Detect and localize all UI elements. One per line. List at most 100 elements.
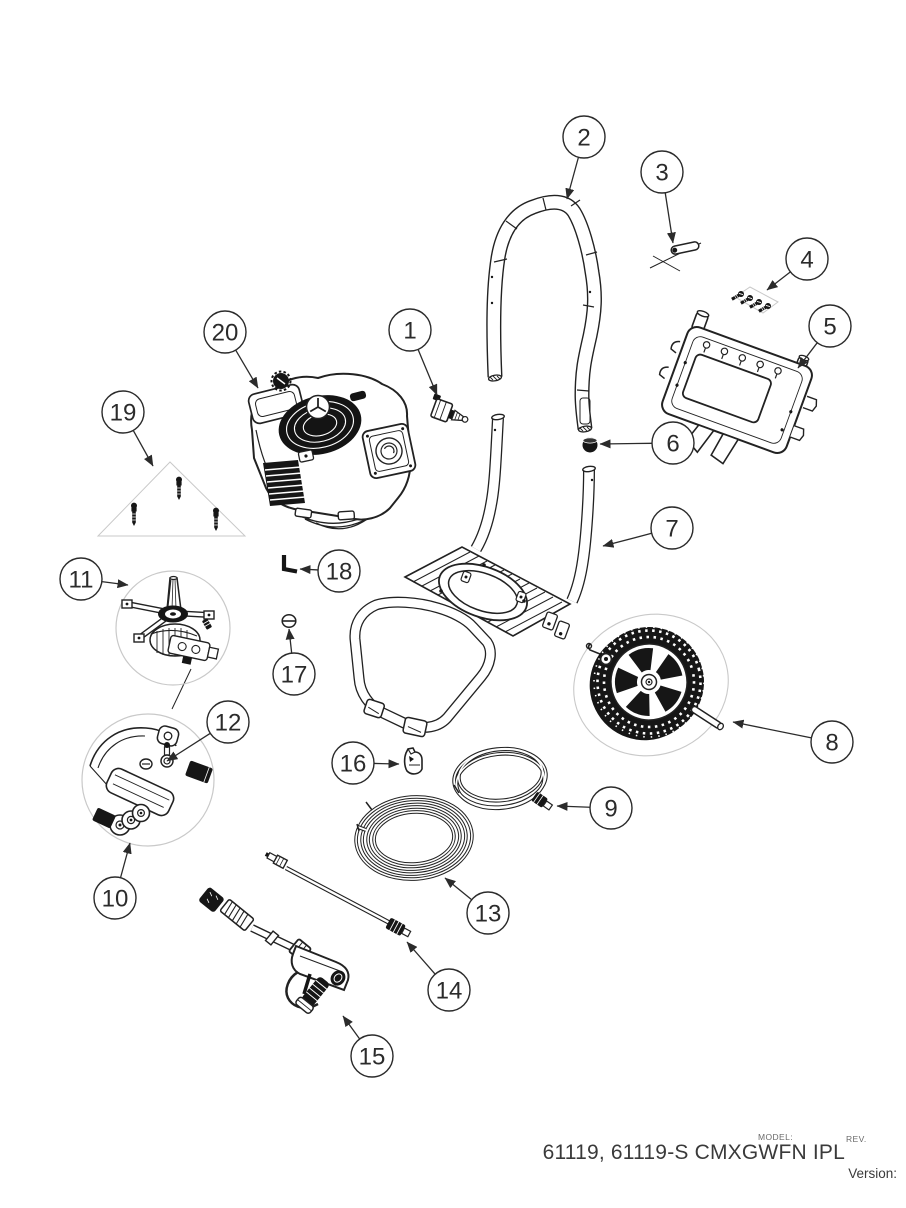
- callout-circle-11: [59, 557, 103, 601]
- callout-number-7: 7: [665, 516, 678, 543]
- callout-4-panel-screws: 4: [766, 237, 829, 291]
- callout-circle-13: [466, 891, 510, 935]
- callout-circle-5: [808, 304, 852, 348]
- callout-circle-4: [785, 237, 829, 281]
- air-filter-box: [361, 422, 417, 480]
- callout-circle-8: [810, 720, 854, 764]
- callout-3-key: 3: [640, 150, 684, 244]
- handle-part: [486, 194, 602, 433]
- spray-gun-part: [199, 887, 350, 1014]
- pump-manifold-detail-bubble: [81, 713, 215, 847]
- rev-label: REV.: [846, 1134, 867, 1144]
- callout-number-5: 5: [823, 314, 836, 341]
- leader-line-13: [444, 877, 473, 901]
- callout-number-12: 12: [215, 710, 242, 737]
- callout-circle-7: [650, 506, 694, 550]
- axle-bolt: [690, 705, 725, 731]
- callout-circle-14: [427, 968, 471, 1012]
- callout-number-13: 13: [475, 901, 502, 928]
- leader-line-1: [417, 349, 438, 396]
- handle-knob-part: [582, 437, 598, 453]
- callout-9-small-hose: 9: [556, 786, 633, 830]
- callout-17-cap: 17: [272, 628, 316, 696]
- carburetor: [297, 449, 315, 463]
- model-value: 61119, 61119-S CMXGWFN IPL: [542, 1141, 845, 1164]
- recoil-emblem: [305, 394, 331, 420]
- callout-18-hex-key: 18: [299, 549, 361, 593]
- engine-bolts-part: [96, 461, 247, 537]
- model-label: MODEL:: [758, 1132, 793, 1142]
- hose-fitting: [531, 792, 554, 811]
- leader-line-10: [119, 842, 132, 878]
- callout-number-1: 1: [403, 318, 416, 345]
- pump-ports: [109, 803, 151, 836]
- wheel-part: [573, 613, 729, 757]
- callout-2-handle: 2: [562, 115, 606, 200]
- hex-key-part: [281, 555, 298, 574]
- detail-connector-line: [171, 668, 192, 710]
- callout-number-3: 3: [655, 160, 668, 187]
- callout-circle-6: [651, 421, 695, 465]
- key-part: [649, 241, 702, 272]
- engine-part: [247, 370, 417, 530]
- leader-line-18: [299, 565, 319, 575]
- callout-12-thermal-relief-valve: 12: [166, 700, 250, 762]
- handle-tube-joints: [493, 197, 598, 392]
- hose-clip-part: [403, 747, 423, 775]
- callout-number-8: 8: [825, 730, 838, 757]
- panel-keyholes: [702, 341, 782, 379]
- callout-11-pump: 11: [59, 557, 129, 601]
- callout-number-18: 18: [326, 559, 353, 586]
- callout-number-2: 2: [577, 125, 590, 152]
- callout-number-14: 14: [436, 978, 463, 1005]
- callout-number-16: 16: [340, 751, 367, 778]
- leader-line-8: [732, 719, 812, 739]
- leader-line-16: [373, 759, 400, 769]
- leader-line-14: [406, 941, 436, 975]
- leader-line-3: [664, 192, 676, 244]
- leader-line-15: [342, 1015, 361, 1040]
- callout-circle-2: [562, 115, 606, 159]
- callout-5-control-panel: 5: [797, 304, 852, 369]
- leader-line-17: [285, 628, 295, 654]
- ring-ear: [515, 590, 527, 604]
- callout-circle-12: [206, 700, 250, 744]
- callout-16-hose-clip: 16: [331, 741, 400, 785]
- callout-circle-15: [350, 1034, 394, 1078]
- version-label: Version:: [848, 1166, 897, 1181]
- control-panel-part: [658, 310, 818, 465]
- callout-circle-20: [203, 310, 247, 354]
- frame-bracket: [542, 611, 558, 631]
- callout-number-17: 17: [281, 662, 308, 689]
- ring-ear: [460, 570, 472, 584]
- callout-circle-19: [101, 390, 145, 434]
- callout-number-11: 11: [69, 567, 94, 594]
- small-hose-part: [452, 746, 554, 811]
- callout-circle-9: [589, 786, 633, 830]
- cylinder-fins: [263, 460, 306, 506]
- frame-foot: [402, 716, 428, 738]
- callout-number-19: 19: [110, 400, 137, 427]
- callout-14-spray-wand: 14: [406, 941, 471, 1012]
- wheel-spoke-cutouts: [615, 648, 683, 716]
- callout-15-spray-gun: 15: [342, 1015, 394, 1078]
- callout-circle-17: [272, 652, 316, 696]
- leader-line-4: [766, 271, 791, 291]
- leader-line-19: [132, 430, 154, 467]
- leader-line-11: [101, 579, 129, 589]
- leader-line-7: [602, 532, 652, 548]
- leader-line-6: [599, 439, 653, 449]
- callout-number-10: 10: [102, 886, 129, 913]
- fuel-cap: [270, 370, 292, 392]
- leader-line-12: [166, 732, 211, 762]
- cotter-pin: [585, 642, 601, 655]
- callout-6-handle-knob: 6: [599, 421, 695, 465]
- callout-19-engine-bolts: 19: [101, 390, 154, 467]
- callout-number-20: 20: [212, 320, 239, 347]
- callout-circle-1: [388, 308, 432, 352]
- callout-13-high-pressure-hose: 13: [444, 877, 510, 935]
- leader-line-9: [556, 801, 591, 811]
